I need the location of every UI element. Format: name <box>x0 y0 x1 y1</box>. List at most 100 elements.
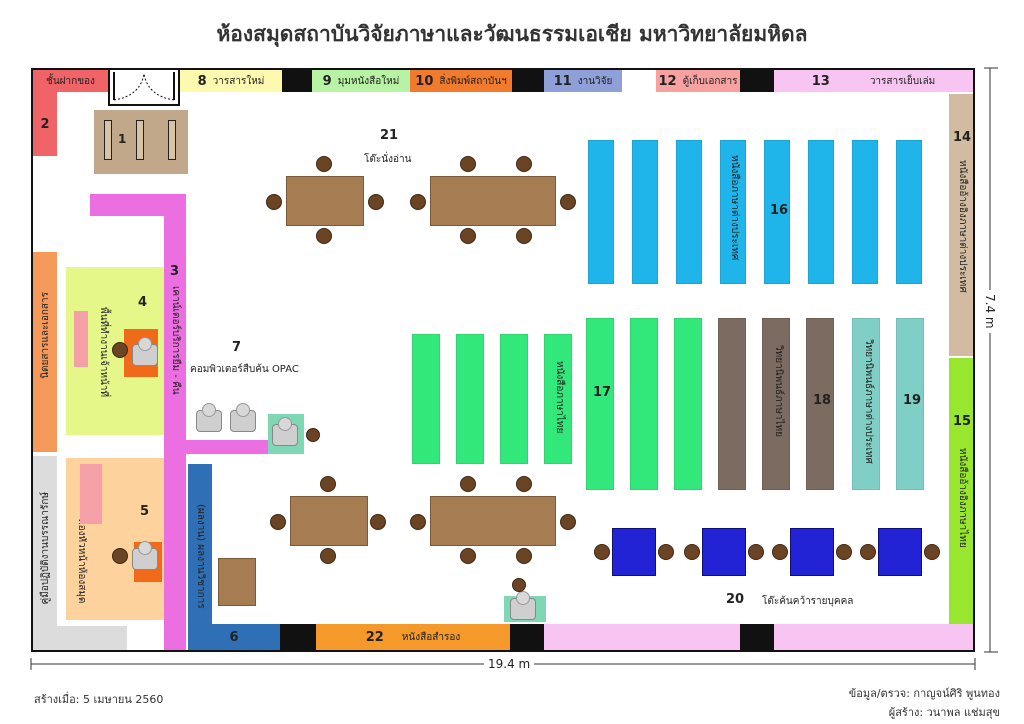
chair <box>270 514 286 530</box>
pillar <box>282 70 312 92</box>
opac-computer <box>230 403 256 432</box>
reading-table <box>430 176 556 226</box>
zone-6: 6 <box>188 624 280 650</box>
zone-3-counter <box>186 440 268 454</box>
chair <box>112 548 128 564</box>
zone-3-counter: 3 เคาน์เตอร์บริการยืม - คืน <box>164 194 186 650</box>
reading-table <box>286 176 364 226</box>
reading-table <box>290 496 368 546</box>
chair <box>860 544 876 560</box>
desk <box>80 464 102 524</box>
zone-7-number: 7 <box>232 340 242 355</box>
study-carrel <box>790 528 834 576</box>
study-carrel <box>878 528 922 576</box>
zone-2: 2 <box>33 92 57 156</box>
chair <box>306 428 320 442</box>
chair <box>316 228 332 244</box>
created-date: สร้างเมื่อ: 5 เมษายน 2560 <box>34 693 164 706</box>
shelf-unit <box>168 120 176 160</box>
shelf-zone-16 <box>808 140 834 284</box>
study-carrel <box>612 528 656 576</box>
chair <box>836 544 852 560</box>
author-credit: ผู้สร้าง: วนาพล แช่มสุข <box>888 706 1000 719</box>
shelf-zone-16 <box>588 140 614 284</box>
chair <box>924 544 940 560</box>
shelf-zone-16 <box>676 140 702 284</box>
pillar <box>510 624 544 650</box>
pillar <box>740 624 774 650</box>
staff-computer <box>132 541 158 570</box>
chair <box>512 578 526 592</box>
chair <box>516 548 532 564</box>
chair <box>316 156 332 172</box>
chair <box>266 194 282 210</box>
zone-coat-shelf: ชั้นฝากของ <box>33 70 108 92</box>
chair <box>658 544 674 560</box>
shelf-zone-17 <box>500 334 528 464</box>
zone-3-counter <box>90 194 186 216</box>
staff-computer <box>132 337 158 366</box>
chair <box>460 156 476 172</box>
reading-table <box>430 496 556 546</box>
chair <box>460 228 476 244</box>
chair <box>368 194 384 210</box>
shelf-zone-17 <box>412 334 440 464</box>
chair <box>410 514 426 530</box>
pillar <box>280 624 316 650</box>
data-check-credit: ข้อมูล/ตรวจ: กาญจน์ศิริ พูนทอง <box>848 687 1000 700</box>
opac-computer <box>196 403 222 432</box>
chair <box>320 548 336 564</box>
staff-computer <box>510 591 536 620</box>
desk <box>74 311 88 367</box>
chair <box>772 544 788 560</box>
bottom-pink-strip <box>544 624 740 650</box>
chair <box>516 228 532 244</box>
chair <box>410 194 426 210</box>
chair <box>370 514 386 530</box>
shelf-zone-16: หนังสือภาษาต่างประเทศ <box>720 140 746 284</box>
chair <box>516 476 532 492</box>
shelf-zone-19: 19 <box>896 318 924 490</box>
opac-computer <box>272 417 298 446</box>
shelf-zone-16 <box>896 140 922 284</box>
chair <box>684 544 700 560</box>
floor-gray-strip <box>57 626 127 650</box>
chair <box>560 514 576 530</box>
small-table <box>218 558 256 606</box>
floor-plan-frame <box>31 68 975 652</box>
zone-20-label: โต๊ะค้นคว้ารายบุคคล <box>762 596 854 607</box>
shelf-zone-16 <box>852 140 878 284</box>
shelf-zone-17 <box>674 318 702 490</box>
shelf-unit <box>136 120 144 160</box>
chair <box>594 544 610 560</box>
shelf-zone-16 <box>632 140 658 284</box>
zone-coat-shelf-label: ชั้นฝากของ <box>46 75 95 87</box>
shelf-zone-19: วิทยานิพนธ์ภาษาต่างประเทศ <box>852 318 880 490</box>
bottom-pink-strip <box>774 624 973 650</box>
shelf-zone-18 <box>718 318 746 490</box>
pillar <box>740 70 774 92</box>
chair <box>516 156 532 172</box>
chair <box>460 476 476 492</box>
shelf-zone-16: 16 <box>764 140 790 284</box>
shelf-zone-17: 17 <box>586 318 614 490</box>
shelf-zone-18: 18 <box>806 318 834 490</box>
shelf-zone-18: วิทยานิพนธ์ภาษาไทย <box>762 318 790 490</box>
shelf-zone-17 <box>456 334 484 464</box>
zone-15: 15 หนังสืออ้างอิงภาษาไทย <box>949 358 973 624</box>
zone-1: 1 <box>94 110 188 174</box>
zone-7-label: คอมพิวเตอร์สืบค้น OPAC <box>190 364 299 375</box>
entrance-door <box>108 70 180 106</box>
zone-20-number: 20 <box>726 592 745 607</box>
height-dimension-label: 7.4 m <box>983 290 997 333</box>
chair <box>112 342 128 358</box>
zone-21-label: โต๊ะนั่งอ่าน <box>364 154 412 165</box>
chair <box>748 544 764 560</box>
zone-21-number: 21 <box>380 128 399 143</box>
door-swing-icon <box>113 72 175 101</box>
